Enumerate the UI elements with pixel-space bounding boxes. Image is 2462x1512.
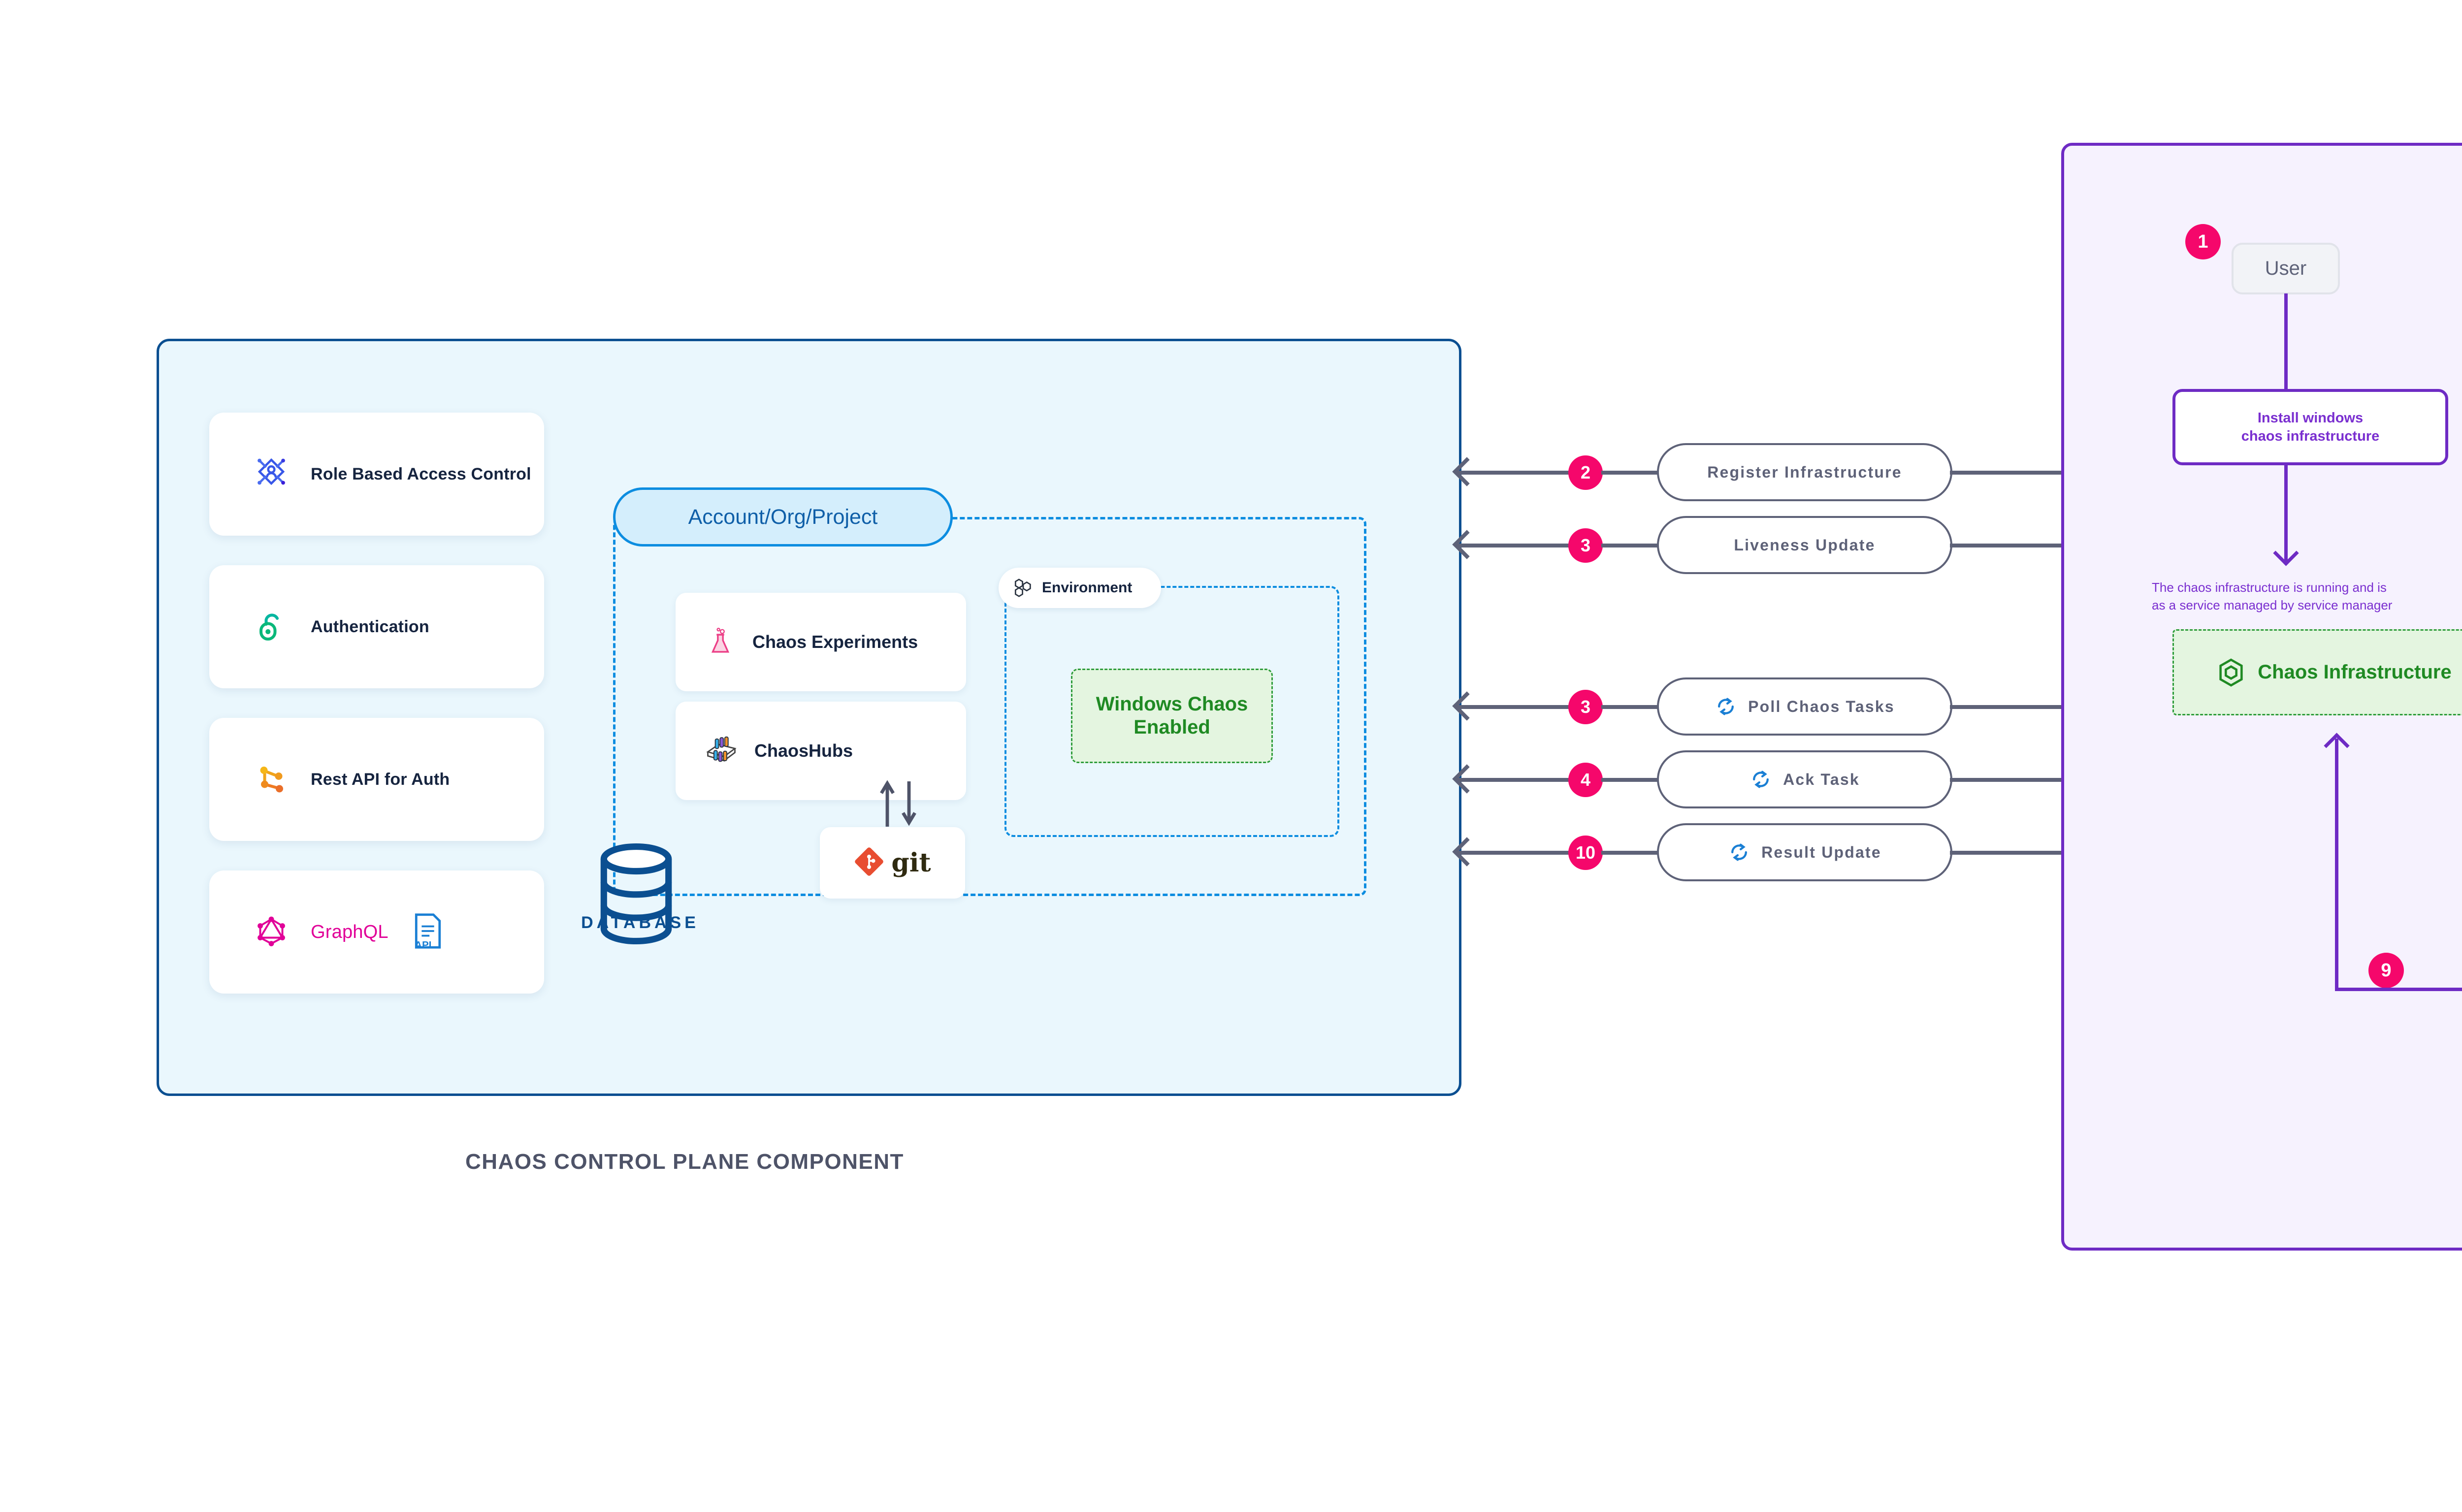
edge-generate-to-infra-horizontal bbox=[2335, 988, 2462, 991]
connector-label: Liveness Update bbox=[1734, 536, 1876, 554]
windows-chaos-status-text: Windows Chaos Enabled bbox=[1096, 693, 1248, 738]
chaos-infrastructure-label: Chaos Infrastructure bbox=[2258, 661, 2452, 683]
connector-row-poll-chaos-tasks: 3 Poll Chaos Tasks bbox=[1458, 677, 2098, 737]
connector-arrow-left bbox=[1458, 544, 1571, 547]
account-org-project-pill[interactable]: Account/Org/Project bbox=[613, 487, 953, 547]
connector-row-ack-task: 4 Ack Task bbox=[1458, 750, 2098, 809]
edge-install-to-infra bbox=[2284, 465, 2288, 561]
edge-user-to-install bbox=[2284, 293, 2288, 392]
api-doc-icon: API bbox=[412, 912, 444, 952]
connector-tail bbox=[1950, 851, 2098, 855]
connector-line bbox=[1601, 851, 1660, 855]
edge-generate-to-infra-vertical bbox=[2335, 739, 2338, 990]
connector-tail bbox=[1950, 778, 2098, 782]
chaoshubs-card[interactable]: ChaosHubs bbox=[676, 702, 966, 800]
install-label-line2: chaos infrastructure bbox=[2241, 428, 2380, 444]
chaos-experiments-card[interactable]: Chaos Experiments bbox=[676, 593, 966, 691]
connector-pill-liveness-update[interactable]: Liveness Update bbox=[1657, 516, 1952, 574]
connector-arrow-left bbox=[1458, 778, 1571, 782]
refresh-loop-icon bbox=[1749, 768, 1772, 791]
refresh-loop-icon bbox=[1728, 841, 1750, 864]
infra-note-line2: as a service managed by service manager bbox=[2152, 598, 2393, 613]
graphql-icon bbox=[254, 913, 289, 951]
feature-label: Rest API for Auth bbox=[311, 770, 450, 789]
feature-label: GraphQL bbox=[311, 921, 389, 942]
git-sync-arrows-icon bbox=[872, 775, 931, 830]
chaos-infrastructure-note: The chaos infrastructure is running and … bbox=[2152, 579, 2462, 614]
connector-line bbox=[1601, 544, 1660, 547]
install-windows-chaos-infrastructure-node[interactable]: Install windows chaos infrastructure bbox=[2172, 389, 2448, 465]
feature-label: Authentication bbox=[311, 617, 429, 636]
environment-boundary bbox=[1004, 586, 1339, 837]
connector-label: Ack Task bbox=[1783, 770, 1860, 788]
inner-card-label: Chaos Experiments bbox=[752, 632, 918, 652]
environment-label: Environment bbox=[1042, 579, 1133, 596]
refresh-loop-icon bbox=[1715, 695, 1737, 718]
user-node[interactable]: User bbox=[2232, 243, 2340, 294]
connector-row-result-update: 10 Result Update bbox=[1458, 823, 2098, 882]
feature-label: Role Based Access Control bbox=[311, 464, 531, 483]
test-tube-rack-icon bbox=[705, 736, 738, 767]
connector-tail bbox=[1950, 471, 2098, 475]
connector-label: Register Infrastructure bbox=[1707, 463, 1902, 481]
feature-card-authentication[interactable]: Authentication bbox=[209, 565, 544, 688]
account-org-project-label: Account/Org/Project bbox=[688, 505, 878, 529]
database-icon bbox=[597, 843, 676, 944]
connector-tail bbox=[1950, 705, 2098, 709]
feature-card-rbac[interactable]: Role Based Access Control bbox=[209, 413, 544, 536]
step-badge-1: 1 bbox=[2185, 224, 2221, 259]
git-logo-icon bbox=[854, 846, 884, 879]
step-badge-9: 9 bbox=[2368, 953, 2404, 988]
hexagon-outline-icon bbox=[2218, 658, 2244, 687]
connector-pill-ack-task[interactable]: Ack Task bbox=[1657, 750, 1952, 808]
api-doc-label: API bbox=[415, 939, 431, 949]
environment-pill[interactable]: Environment bbox=[999, 568, 1161, 608]
git-label: git bbox=[891, 847, 931, 878]
connector-pill-poll-chaos-tasks[interactable]: Poll Chaos Tasks bbox=[1657, 677, 1952, 736]
feature-card-rest-api[interactable]: Rest API for Auth bbox=[209, 718, 544, 841]
connector-line bbox=[1601, 471, 1660, 475]
connector-pill-register-infrastructure[interactable]: Register Infrastructure bbox=[1657, 443, 1952, 501]
connector-arrow-left bbox=[1458, 471, 1571, 475]
api-share-icon bbox=[254, 761, 289, 799]
rbac-icon bbox=[254, 455, 289, 493]
install-label-line1: Install windows bbox=[2257, 410, 2364, 426]
connector-tail bbox=[1950, 544, 2098, 547]
step-badge: 3 bbox=[1568, 528, 1603, 563]
feature-card-graphql[interactable]: GraphQL API bbox=[209, 870, 544, 994]
flask-icon bbox=[705, 626, 736, 659]
connector-row-register-infrastructure: 2 Register Infrastructure bbox=[1458, 443, 2098, 502]
step-badge: 2 bbox=[1568, 455, 1603, 490]
step-badge: 10 bbox=[1568, 836, 1603, 870]
database-label: DATABASE bbox=[581, 913, 699, 932]
connector-arrow-left bbox=[1458, 705, 1571, 709]
user-label: User bbox=[2265, 257, 2307, 279]
infra-note-line1: The chaos infrastructure is running and … bbox=[2152, 580, 2387, 595]
open-lock-icon bbox=[254, 608, 289, 646]
connector-arrow-left bbox=[1458, 851, 1571, 855]
connector-label: Poll Chaos Tasks bbox=[1748, 697, 1895, 715]
step-badge: 4 bbox=[1568, 763, 1603, 797]
connector-line bbox=[1601, 705, 1660, 709]
connector-row-liveness-update: 3 Liveness Update bbox=[1458, 516, 2098, 575]
hexagon-cluster-icon bbox=[1013, 578, 1033, 598]
chaos-infrastructure-node[interactable]: Chaos Infrastructure bbox=[2172, 629, 2462, 715]
account-org-project-boundary bbox=[613, 517, 1366, 896]
control-plane-title: CHAOS CONTROL PLANE COMPONENT bbox=[465, 1150, 904, 1174]
connector-pill-result-update[interactable]: Result Update bbox=[1657, 823, 1952, 881]
connector-label: Result Update bbox=[1761, 843, 1881, 861]
inner-card-label: ChaosHubs bbox=[754, 740, 853, 761]
connector-line bbox=[1601, 778, 1660, 782]
git-card[interactable]: git bbox=[820, 827, 965, 899]
step-badge: 3 bbox=[1568, 690, 1603, 724]
windows-chaos-status-badge: Windows Chaos Enabled bbox=[1071, 669, 1273, 763]
